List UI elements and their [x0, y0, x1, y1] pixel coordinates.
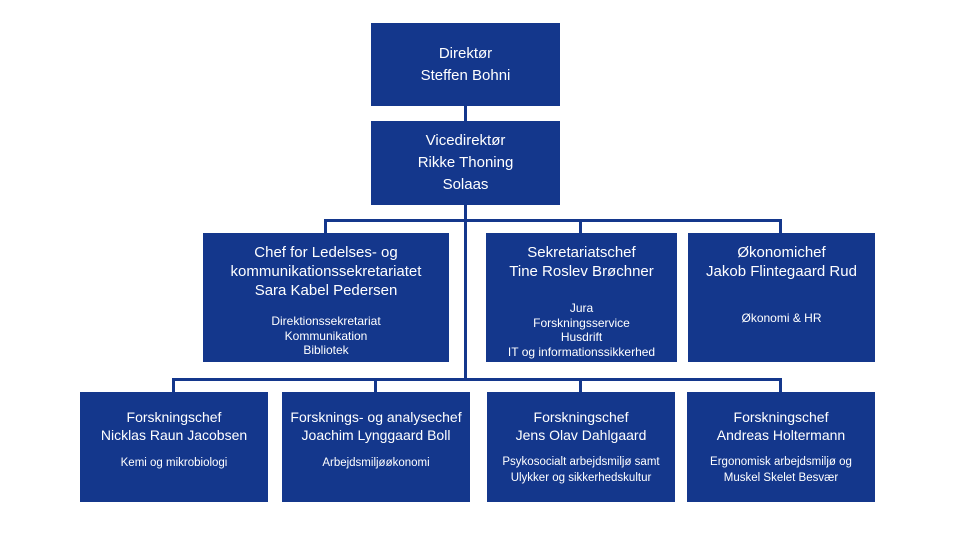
node-title-line: Forskningschef — [533, 409, 629, 425]
node-department-list: Psykosocialt arbejdsmiljø samt Ulykker o… — [502, 454, 659, 486]
node-sub-item: Arbejdsmiljøøkonomi — [322, 457, 430, 469]
node-sub-item: Kemi og mikrobiologi — [120, 457, 228, 469]
node-title-line: Chef for Ledelses- og — [254, 244, 398, 261]
org-node-direktor: Direktør Steffen Bohni — [371, 23, 560, 106]
node-department-list: Økonomi & HR — [741, 311, 821, 326]
node-title: Direktør Steffen Bohni — [421, 43, 511, 87]
node-title-line: Andreas Holtermann — [716, 427, 846, 443]
node-sub-item: Ulykker og sikkerhedskultur — [510, 472, 652, 484]
node-sub-item: Bibliotek — [303, 343, 349, 357]
node-title-line: Vicedirektør — [425, 132, 506, 149]
node-department-list: Direktionssekretariat Kommunikation Bibl… — [271, 314, 380, 358]
org-node-sekretariat: Sekretariatschef Tine Roslev Brøchner Ju… — [486, 233, 677, 362]
node-sub-item: Direktionssekretariat — [271, 314, 381, 328]
node-title-line: Forskningschef — [733, 409, 829, 425]
node-sub-item: Ergonomisk arbejdsmiljø og — [710, 456, 852, 468]
node-department-list: Kemi og mikrobiologi — [121, 455, 228, 471]
node-title: Chef for Ledelses- og kommunikationssekr… — [231, 243, 422, 300]
node-title-line: Joachim Lynggaard Boll — [301, 427, 451, 443]
connector-line — [579, 219, 582, 233]
connector-line — [779, 378, 782, 392]
node-title: Forskningschef Andreas Holtermann — [717, 408, 845, 444]
node-title-line: Sara Kabel Pedersen — [254, 282, 398, 299]
node-title-line: Jakob Flintegaard Rud — [706, 263, 857, 280]
node-title: Forskningschef Jens Olav Dahlgaard — [516, 408, 647, 444]
connector-line — [779, 219, 782, 233]
node-sub-item: IT og informationssikkerhed — [507, 344, 656, 359]
org-node-forskning-kemi: Forskningschef Nicklas Raun Jacobsen Kem… — [80, 392, 268, 502]
node-title: Forskningschef Nicklas Raun Jacobsen — [101, 408, 247, 444]
node-title-line: Tine Roslev Brøchner — [509, 263, 654, 280]
node-title-line: kommunikationssekretariatet — [230, 263, 422, 280]
org-node-vicedirektor: Vicedirektør Rikke Thoning Solaas — [371, 121, 560, 205]
connector-line — [579, 378, 582, 392]
node-title-line: Jens Olav Dahlgaard — [515, 427, 647, 443]
connector-line — [464, 205, 467, 381]
org-node-forskning-analyse: Forsknings- og analysechef Joachim Lyngg… — [282, 392, 470, 502]
connector-line — [172, 378, 782, 381]
org-node-okonomi: Økonomichef Jakob Flintegaard Rud Økonom… — [688, 233, 875, 362]
node-title-line: Sekretariatschef — [527, 244, 636, 261]
node-department-list: Jura Forskningsservice Husdrift IT og in… — [508, 301, 655, 359]
node-title: Sekretariatschef Tine Roslev Brøchner — [509, 243, 654, 281]
org-node-forskning-psykosocial: Forskningschef Jens Olav Dahlgaard Psyko… — [487, 392, 675, 502]
connector-line — [324, 219, 327, 233]
node-sub-item: Muskel Skelet Besvær — [723, 472, 839, 484]
connector-line — [324, 219, 782, 222]
node-title-line: Forskningschef — [126, 409, 222, 425]
node-department-list: Ergonomisk arbejdsmiljø og Muskel Skelet… — [710, 454, 852, 486]
node-title: Vicedirektør Rikke Thoning Solaas — [418, 130, 514, 196]
org-node-ledelseskommunikation: Chef for Ledelses- og kommunikationssekr… — [203, 233, 449, 362]
connector-line — [374, 378, 377, 392]
connector-line — [172, 378, 175, 392]
node-title-line: Forsknings- og analysechef — [290, 409, 462, 425]
node-title-line: Steffen Bohni — [420, 66, 511, 84]
node-sub-item: Kommunikation — [284, 328, 368, 343]
node-title-line: Solaas — [442, 176, 489, 193]
org-node-forskning-ergonomi: Forskningschef Andreas Holtermann Ergono… — [687, 392, 875, 502]
node-title-line: Direktør — [438, 44, 493, 62]
node-department-list: Arbejdsmiljøøkonomi — [322, 455, 429, 471]
node-sub-item: Jura — [569, 301, 594, 315]
node-title-line: Økonomichef — [737, 244, 826, 261]
node-title: Økonomichef Jakob Flintegaard Rud — [706, 243, 857, 281]
connector-line — [464, 106, 467, 122]
node-sub-item: Økonomi & HR — [741, 311, 822, 325]
node-title-line: Nicklas Raun Jacobsen — [100, 427, 248, 443]
node-sub-item: Psykosocialt arbejdsmiljø samt — [502, 456, 660, 468]
node-title-line: Rikke Thoning — [417, 154, 514, 171]
node-sub-item: Forskningsservice — [533, 315, 630, 330]
node-title: Forsknings- og analysechef Joachim Lyngg… — [290, 408, 461, 444]
node-sub-item: Husdrift — [560, 330, 603, 344]
